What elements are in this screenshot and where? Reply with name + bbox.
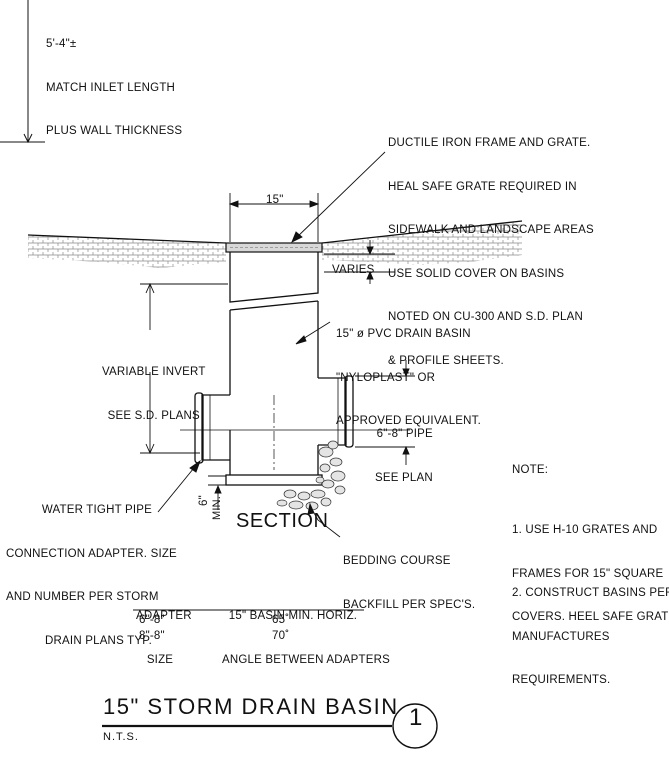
top-note-line: MATCH INLET LENGTH [46, 81, 176, 94]
adapter-note-line: AND NUMBER PER STORM [6, 591, 159, 603]
invert-note-line: VARIABLE INVERT [102, 366, 206, 378]
frame-note-line: NOTED ON CU-300 AND S.D. PLAN [388, 311, 583, 323]
top-note-line: 5'-4"± [46, 38, 77, 50]
pipe-note: 6"-8" PIPE SEE PLAN [375, 398, 433, 500]
bedding-note-line: BACKFILL PER SPEC'S. [343, 598, 476, 611]
table-cell-angle: 70˚ [272, 630, 290, 642]
pipe-note-line: SEE PLAN [375, 471, 433, 484]
table-header-line: ADAPTER [136, 610, 192, 622]
frame-grate [225, 242, 323, 253]
scale-label: N.T.S. [103, 731, 139, 743]
table-cell-size: 6"-8" [139, 614, 165, 626]
top-note: 5'-4"± MATCH INLET LENGTH PLUS WALL THIC… [46, 8, 182, 153]
note-line: 2. CONSTRUCT BASINS PER [512, 587, 669, 599]
note-line: FRAMES FOR 15" SQUARE [512, 567, 664, 580]
bedding-gravel [276, 440, 346, 511]
adapter-note-line: DRAIN PLANS TYP. [45, 634, 152, 647]
table-header-adapter: ADAPTER SIZE [136, 580, 192, 682]
basin-note-line: "NYLOPLAST" OR [336, 371, 436, 384]
top-note-line: PLUS WALL THICKNESS [46, 125, 183, 137]
detail-number: 1 [409, 704, 423, 731]
table-header-line: 15" BASIN MIN. HORIZ. [228, 610, 358, 622]
basin-note: 15" ø PVC DRAIN BASIN "NYLOPLAST" OR APP… [336, 298, 481, 443]
note-line: COVERS. HEEL SAFE GRATES. [512, 611, 669, 623]
frame-note-line: DUCTILE IRON FRAME AND GRATE. [388, 137, 591, 149]
frame-leader [291, 151, 386, 243]
table-header-line: ANGLE BETWEEN ADAPTERS [222, 653, 390, 666]
note-line: 1. USE H-10 GRATES AND [512, 524, 658, 536]
min-label: MIN. [211, 495, 223, 520]
title-graphics [102, 703, 438, 749]
table-cell-size: 8"-8" [139, 630, 165, 642]
note-2: 2. CONSTRUCT BASINS PER MANUFACTURES REQ… [512, 557, 669, 702]
table-cell-angle: 65˚ [272, 614, 290, 626]
invert-note-line: SEE S.D. PLANS [107, 409, 200, 422]
basin-leader [295, 321, 331, 345]
invert-note: VARIABLE INVERT SEE S.D. PLANS [102, 336, 206, 438]
top-leader [0, 0, 45, 144]
basin-note-line: 15" ø PVC DRAIN BASIN [336, 328, 471, 340]
frame-note-line: SIDEWALK AND LANDSCAPE AREAS [388, 224, 594, 236]
adapter-note-line: CONNECTION ADAPTER. SIZE [6, 547, 177, 560]
varies-label: VARIES [332, 264, 375, 276]
section-label: SECTION [236, 510, 329, 532]
dim-6min [208, 475, 226, 510]
frame-note-line: & PROFILE SHEETS. [388, 354, 504, 367]
note-line: MANUFACTURES [512, 630, 610, 643]
bedding-note: BEDDING COURSE BACKFILL PER SPEC'S. [343, 525, 475, 627]
pipe-note-line: 6"-8" PIPE [376, 428, 433, 440]
dim-15-label: 15" [266, 194, 284, 206]
table-header-line: SIZE [146, 653, 174, 666]
adapter-leader [157, 459, 201, 513]
bedding-note-line: BEDDING COURSE [343, 555, 451, 567]
note-1: 1. USE H-10 GRATES AND FRAMES FOR 15" SQ… [512, 494, 669, 639]
dim-varies [324, 240, 395, 284]
dim-pipe [355, 360, 415, 465]
dim-invert [140, 282, 228, 455]
drawing-title: 15" STORM DRAIN BASIN [103, 694, 399, 719]
bedding-leader [307, 502, 341, 538]
notes-heading: NOTE: [512, 464, 549, 476]
frame-note-line: HEAL SAFE GRATE REQUIRED IN [388, 180, 577, 193]
drain-basin [180, 252, 410, 486]
frame-note-line: USE SOLID COVER ON BASINS [388, 267, 565, 280]
adapter-note-line: WATER TIGHT PIPE [41, 504, 152, 516]
adapter-note: WATER TIGHT PIPE CONNECTION ADAPTER. SIZ… [6, 474, 177, 663]
frame-note: DUCTILE IRON FRAME AND GRATE. HEAL SAFE … [388, 107, 594, 383]
basin-note-line: APPROVED EQUIVALENT. [336, 415, 482, 427]
note-line: REQUIREMENTS. [512, 674, 611, 686]
table-header-angle: 15" BASIN MIN. HORIZ. ANGLE BETWEEN ADAP… [222, 580, 390, 682]
dim-15 [228, 193, 320, 242]
